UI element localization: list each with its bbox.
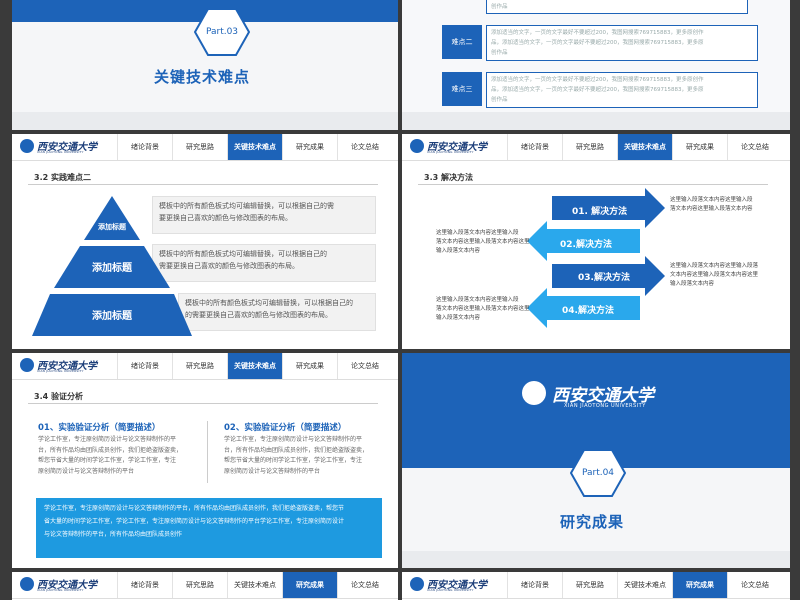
divider bbox=[28, 403, 378, 404]
footer-band bbox=[402, 551, 790, 568]
pyramid-label-1: 添加标题 bbox=[98, 223, 126, 231]
tab-key-tech[interactable]: 关键技术难点 bbox=[227, 134, 282, 160]
top-nav: 西安交通大学 XIAN JIAOTONG UNIVERSITY 绪论背景 研究思… bbox=[12, 134, 398, 161]
tab-results[interactable]: 研究成果 bbox=[282, 572, 337, 598]
tab-results[interactable]: 研究成果 bbox=[282, 353, 337, 379]
slide-solutions[interactable]: 西安交通大学 XIAN JIAOTONG UNIVERSITY 绪论背景 研究思… bbox=[402, 134, 790, 349]
university-logo: 西安交通大学 XIAN JIAOTONG UNIVERSITY bbox=[20, 138, 100, 156]
row-text: 添加适当的文字，一页的文字最好不要超过200，我图网搜索769715883，更多… bbox=[486, 25, 758, 61]
tab-summary[interactable]: 论文总结 bbox=[727, 572, 782, 598]
tab-approach[interactable]: 研究思路 bbox=[562, 572, 617, 598]
row-label: 难点三 bbox=[442, 72, 482, 106]
header-band bbox=[12, 0, 398, 22]
slide-difficulties-list[interactable]: 创作品 难点二 添加适当的文字，一页的文字最好不要超过200，我图网搜索7697… bbox=[402, 0, 790, 130]
solution-label-3: 03.解决方法 bbox=[578, 273, 630, 283]
pyramid-text-1: 模板中的所有颜色板式均可编辑替换，可以根据自己的需要更换自己喜欢的颜色与修改图表… bbox=[152, 196, 376, 234]
top-nav: 西安交通大学 XIAN JIAOTONG UNIVERSITY 绪论背景 研究思… bbox=[12, 353, 398, 380]
tab-results[interactable]: 研究成果 bbox=[672, 572, 727, 598]
tab-results[interactable]: 研究成果 bbox=[282, 134, 337, 160]
footer-band bbox=[402, 112, 790, 130]
section-heading: 3.4 验证分析 bbox=[34, 392, 83, 401]
verification-right-text: 学论工作室，专注原创简历设计与论文答辩制作的平台，所有作品均由团队成员创作，我们… bbox=[224, 436, 369, 475]
tab-approach[interactable]: 研究思路 bbox=[562, 134, 617, 160]
university-logo: 西安交通大学 XIAN JIAOTONG UNIVERSITY bbox=[20, 357, 100, 375]
difficulty-row: 难点二 添加适当的文字，一页的文字最好不要超过200，我图网搜索76971588… bbox=[442, 25, 772, 61]
section-title: 研究成果 bbox=[560, 513, 625, 531]
tab-background[interactable]: 绪论背景 bbox=[507, 134, 562, 160]
slide-results-preview[interactable]: 西安交通大学 XIAN JIAOTONG UNIVERSITY 绪论背景 研究思… bbox=[12, 572, 398, 600]
footer-band bbox=[12, 112, 398, 130]
slide-part03-title[interactable]: Part.03 关键技术难点 bbox=[12, 0, 398, 130]
verification-left-text: 学论工作室，专注原创简历设计与论文答辩制作的平台，所有作品均由团队成员创作，我们… bbox=[38, 436, 183, 475]
section-heading: 3.2 实践难点二 bbox=[34, 173, 91, 182]
section-title: 关键技术难点 bbox=[154, 68, 251, 86]
slide-practice-difficulty[interactable]: 西安交通大学 XIAN JIAOTONG UNIVERSITY 绪论背景 研究思… bbox=[12, 134, 398, 349]
verification-left-title: 01、实验验证分析（简要描述） bbox=[38, 423, 161, 433]
tab-key-tech[interactable]: 关键技术难点 bbox=[227, 572, 282, 598]
part-label: Part.04 bbox=[581, 468, 615, 478]
section-heading: 3.3 解决方法 bbox=[424, 173, 473, 182]
solution-arrows bbox=[527, 188, 665, 328]
top-nav: 西安交通大学 XIAN JIAOTONG UNIVERSITY 绪论背景 研究思… bbox=[402, 134, 790, 161]
top-nav: 西安交通大学 XIAN JIAOTONG UNIVERSITY 绪论背景 研究思… bbox=[12, 572, 398, 599]
seal-icon bbox=[410, 577, 424, 591]
tab-background[interactable]: 绪论背景 bbox=[507, 572, 562, 598]
university-name: 西安交通大学 bbox=[552, 386, 654, 406]
solution-label-2: 02.解决方法 bbox=[560, 240, 612, 250]
solution-label-4: 04.解决方法 bbox=[562, 306, 614, 316]
part-hexagon: Part.03 bbox=[194, 8, 250, 56]
university-sub: XIAN JIAOTONG UNIVERSITY bbox=[564, 403, 646, 409]
pyramid-label-2: 添加标题 bbox=[92, 263, 132, 274]
slide-part04-title[interactable]: 西安交通大学 XIAN JIAOTONG UNIVERSITY Part.04 … bbox=[402, 353, 790, 568]
solution-text-3: 这里输入段落文本内容这里输入段落文本内容这里输入段落文本内容这里输入段落文本内容 bbox=[670, 263, 759, 287]
solution-label-1: 01. 解决方法 bbox=[572, 207, 628, 217]
row-label: 难点二 bbox=[442, 25, 482, 59]
top-nav: 西安交通大学 XIAN JIAOTONG UNIVERSITY 绪论背景 研究思… bbox=[402, 572, 790, 599]
pyramid-diagram bbox=[32, 196, 192, 336]
part-label: Part.03 bbox=[205, 27, 239, 37]
row-text-top: 创作品 bbox=[486, 0, 748, 14]
tab-summary[interactable]: 论文总结 bbox=[337, 134, 392, 160]
tab-background[interactable]: 绪论背景 bbox=[117, 572, 172, 598]
university-logo: 西安交通大学 XIAN JIAOTONG UNIVERSITY bbox=[410, 138, 490, 156]
slide-results-preview-2[interactable]: 西安交通大学 XIAN JIAOTONG UNIVERSITY 绪论背景 研究思… bbox=[402, 572, 790, 600]
seal-icon bbox=[20, 139, 34, 153]
solution-text-4: 这里输入段落文本内容这里输入段落文本内容这里输入段落文本内容这里输入段落文本内容 bbox=[436, 297, 530, 321]
seal-icon bbox=[20, 577, 34, 591]
divider bbox=[28, 184, 378, 185]
row-text: 添加适当的文字，一页的文字最好不要超过200，我图网搜索769715883，更多… bbox=[486, 72, 758, 108]
tab-summary[interactable]: 论文总结 bbox=[337, 353, 392, 379]
tab-background[interactable]: 绪论背景 bbox=[117, 353, 172, 379]
tab-summary[interactable]: 论文总结 bbox=[337, 572, 392, 598]
seal-icon bbox=[410, 139, 424, 153]
tab-approach[interactable]: 研究思路 bbox=[172, 134, 227, 160]
tab-approach[interactable]: 研究思路 bbox=[172, 572, 227, 598]
tab-approach[interactable]: 研究思路 bbox=[172, 353, 227, 379]
header-band bbox=[402, 353, 790, 468]
solution-text-1: 这里输入段落文本内容这里输入段落文本内容这里输入段落文本内容 bbox=[670, 197, 753, 212]
tab-summary[interactable]: 论文总结 bbox=[727, 134, 782, 160]
part-hexagon: Part.04 bbox=[570, 449, 626, 497]
tab-key-tech[interactable]: 关键技术难点 bbox=[227, 353, 282, 379]
seal-icon bbox=[20, 358, 34, 372]
column-divider bbox=[207, 421, 208, 483]
tab-background[interactable]: 绪论背景 bbox=[117, 134, 172, 160]
difficulty-row: 难点三 添加适当的文字，一页的文字最好不要超过200，我图网搜索76971588… bbox=[442, 72, 772, 108]
tab-key-tech[interactable]: 关键技术难点 bbox=[617, 572, 672, 598]
divider bbox=[418, 184, 768, 185]
pyramid-label-3: 添加标题 bbox=[92, 311, 132, 322]
seal-icon bbox=[522, 381, 546, 405]
university-logo: 西安交通大学 XIAN JIAOTONG UNIVERSITY bbox=[20, 576, 100, 594]
pyramid-text-3: 模板中的所有颜色板式均可编辑替换，可以根据自己的的需要更换自己喜欢的颜色与修改图… bbox=[178, 293, 376, 331]
university-logo: 西安交通大学 XIAN JIAOTONG UNIVERSITY bbox=[410, 576, 490, 594]
summary-box: 学论工作室，专注原创简历设计与论文答辩制作的平台，所有作品均由团队成员创作，我们… bbox=[36, 498, 382, 558]
solution-text-2: 这里输入段落文本内容这里输入段落文本内容这里输入段落文本内容这里输入段落文本内容 bbox=[436, 230, 530, 254]
slide-verification[interactable]: 西安交通大学 XIAN JIAOTONG UNIVERSITY 绪论背景 研究思… bbox=[12, 353, 398, 568]
tab-key-tech[interactable]: 关键技术难点 bbox=[617, 134, 672, 160]
verification-right-title: 02、实验验证分析（简要描述） bbox=[224, 423, 347, 433]
tab-results[interactable]: 研究成果 bbox=[672, 134, 727, 160]
